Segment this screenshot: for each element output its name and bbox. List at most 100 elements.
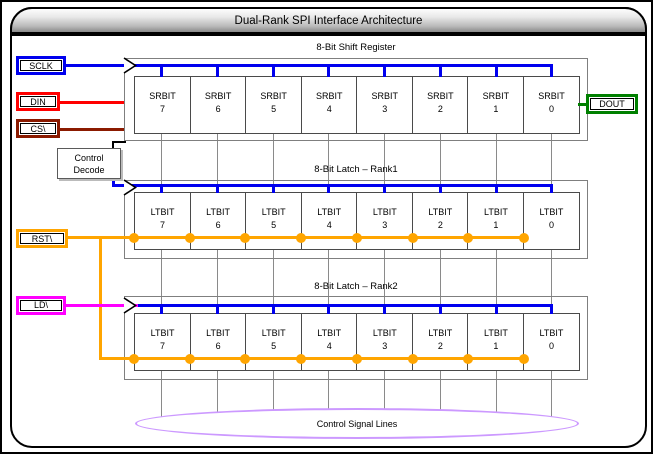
clock-tap-line <box>216 186 220 193</box>
cell-prefix: LTBIT <box>428 207 453 217</box>
cell-prefix: LTBIT <box>539 207 564 217</box>
clock-tap-line <box>383 66 387 77</box>
cell-bit: 6 <box>215 104 221 114</box>
bit-connection-line <box>495 133 497 417</box>
bit-connection-line <box>439 133 441 417</box>
cell-prefix: SRBIT <box>149 91 176 101</box>
bit-connection-line <box>161 133 163 417</box>
clock-tap-line <box>327 66 331 77</box>
clock-tap-line <box>438 186 442 193</box>
cell-bit: 3 <box>382 104 388 114</box>
reset-junction-dot <box>518 353 529 364</box>
cell-bit: 6 <box>215 220 221 230</box>
bit-connection-line <box>328 133 330 417</box>
reset-junction-dot <box>184 232 195 243</box>
reset-junction-dot <box>463 232 474 243</box>
dout-wire <box>578 102 588 106</box>
cell-bit: 7 <box>160 220 166 230</box>
cell-bit: 2 <box>437 220 443 230</box>
cs-label-box: CS\ <box>16 119 60 138</box>
shift-register-label: 8-Bit Shift Register <box>316 42 396 53</box>
cell-bit: 4 <box>326 220 332 230</box>
bit-connection-line <box>551 133 553 417</box>
register-cell: SRBIT 7 <box>134 76 192 134</box>
clock-tap-line <box>383 306 387 314</box>
cell-prefix: SRBIT <box>204 91 232 101</box>
cell-prefix: LTBIT <box>372 328 397 338</box>
cell-bit: 5 <box>271 220 277 230</box>
clock-tap-line <box>550 186 554 193</box>
ld-label: LD\ <box>20 299 62 311</box>
shift-register-clock-line <box>132 63 553 67</box>
cell-bit: 1 <box>493 341 499 351</box>
cell-bit: 1 <box>493 104 499 114</box>
control-decode-box: Control Decode <box>57 148 121 179</box>
reset-junction-dot <box>240 232 251 243</box>
reset-junction-dot <box>407 232 418 243</box>
latch-rank1-box <box>124 180 588 259</box>
cell-prefix: LTBIT <box>317 328 342 338</box>
clock-tap-line <box>160 306 164 314</box>
cell-bit: 4 <box>326 104 332 114</box>
clock-tap-line <box>494 186 498 193</box>
cell-prefix: LTBIT <box>483 207 508 217</box>
sclk-label-box: SCLK <box>16 56 66 75</box>
clock-tap-line <box>494 306 498 314</box>
bit-connection-line <box>272 133 274 417</box>
register-cell: LTBIT 0 <box>522 192 580 250</box>
cell-bit: 3 <box>382 220 388 230</box>
latch-rank2-label: 8-Bit Latch – Rank2 <box>314 281 398 292</box>
reset-junction-dot <box>129 232 139 243</box>
register-cell: LTBIT 3 <box>356 192 414 250</box>
shift-register-clock-triangle <box>123 57 137 74</box>
ld-label-box: LD\ <box>16 295 66 315</box>
cell-prefix: LTBIT <box>539 328 564 338</box>
cell-bit: 7 <box>160 104 166 114</box>
clock-tap-line <box>160 66 164 77</box>
latch-rank2-clock-line <box>132 304 553 307</box>
cell-bit: 7 <box>160 341 166 351</box>
cell-bit: 0 <box>548 220 554 230</box>
bit-connection-line <box>217 133 219 417</box>
reset-junction-dot <box>296 353 307 364</box>
register-cell: LTBIT 1 <box>467 192 525 250</box>
rst-wire-rank2 <box>99 357 525 360</box>
clock-tap-line <box>383 186 387 193</box>
cell-prefix: LTBIT <box>317 207 342 217</box>
cell-prefix: SRBIT <box>260 91 287 101</box>
register-cell: LTBIT 7 <box>134 313 192 371</box>
ld-wire <box>64 303 138 307</box>
din-wire <box>60 100 124 104</box>
decode-to-rank1-clock-wire <box>112 178 115 187</box>
sclk-label: SCLK <box>20 60 62 71</box>
control-decode-label: Control Decode <box>73 152 105 175</box>
rst-label-box: RST\ <box>16 229 68 248</box>
cell-prefix: LTBIT <box>372 207 397 217</box>
cell-prefix: LTBIT <box>150 328 175 338</box>
din-label-box: DIN <box>16 92 60 111</box>
register-cell: LTBIT 6 <box>189 192 247 250</box>
cell-bit: 1 <box>493 220 499 230</box>
reset-junction-dot <box>351 353 362 364</box>
cs-wire <box>60 127 124 131</box>
clock-tap-line <box>271 186 275 193</box>
din-label: DIN <box>20 96 56 107</box>
reset-junction-dot <box>407 353 418 364</box>
cell-prefix: LTBIT <box>206 207 231 217</box>
cell-prefix: LTBIT <box>206 328 231 338</box>
reset-junction-dot <box>463 353 474 364</box>
cell-bit: 0 <box>548 341 554 351</box>
